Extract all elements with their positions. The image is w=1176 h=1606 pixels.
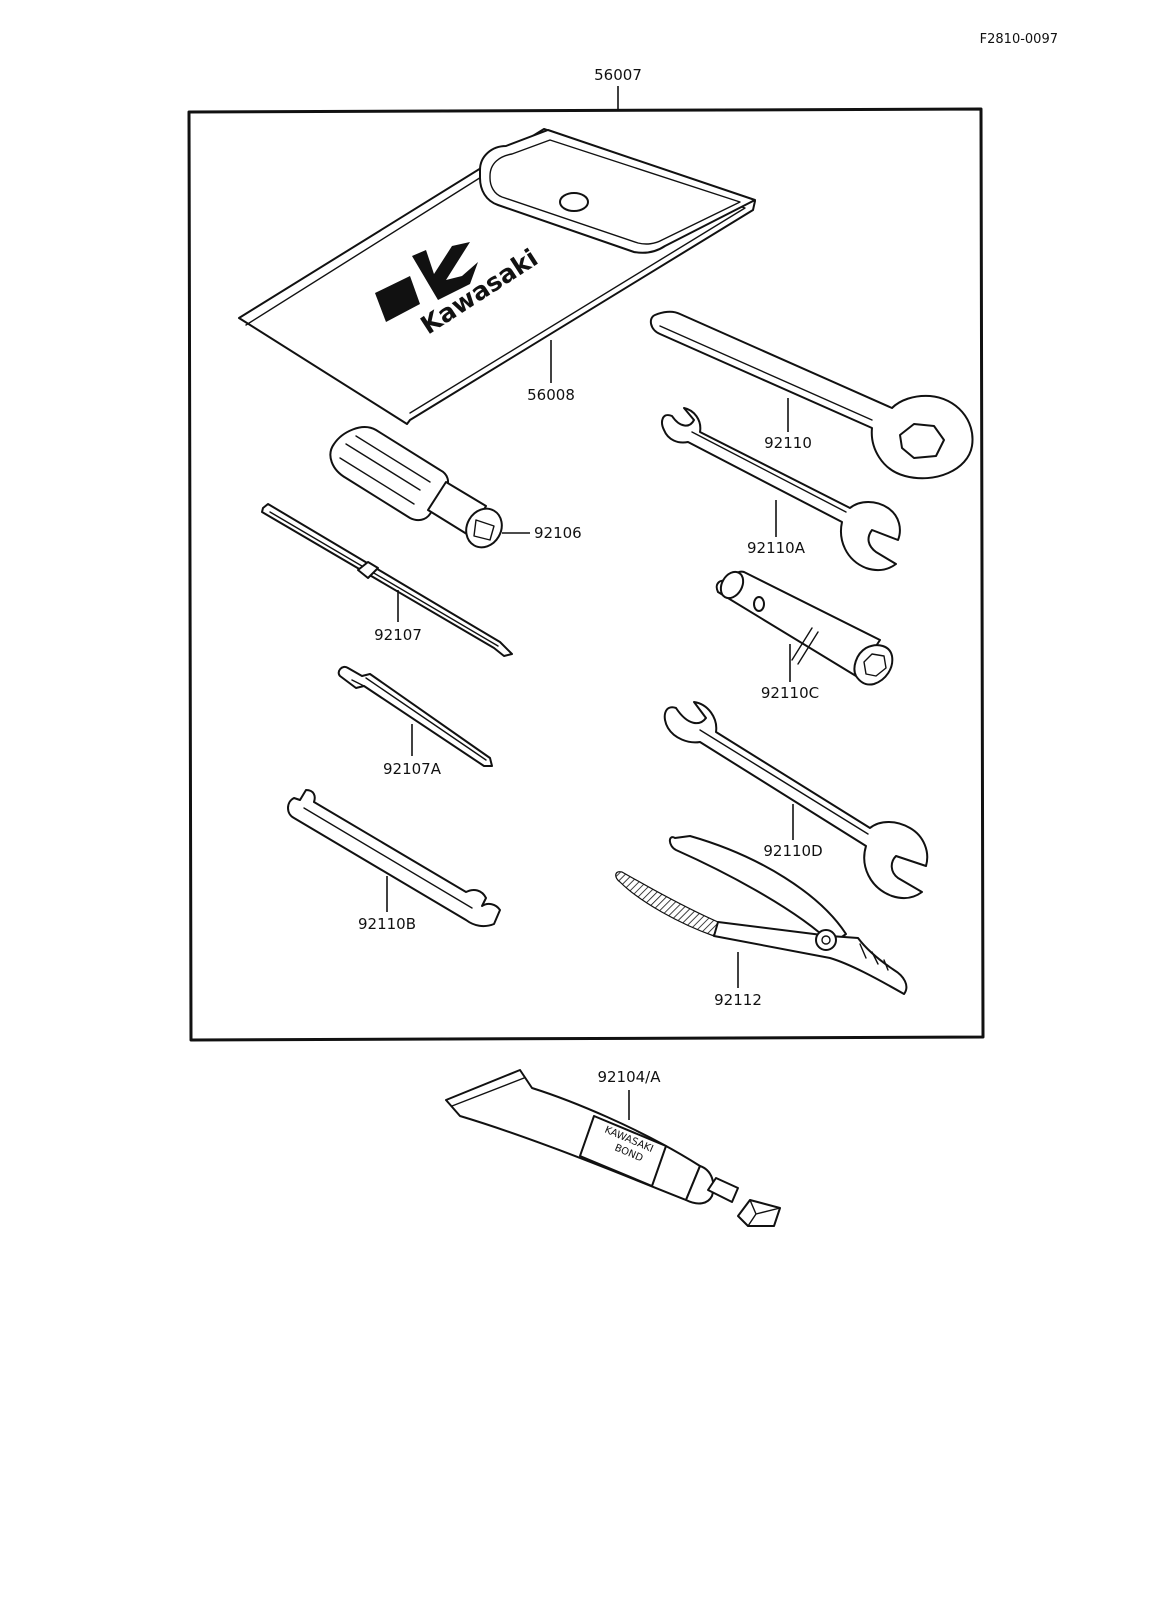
tool-kit-frame: 56007 bbox=[187, 66, 985, 1042]
pliers: 92112 bbox=[615, 835, 908, 1009]
label-92110A: 92110A bbox=[747, 539, 806, 557]
label-92107: 92107 bbox=[374, 626, 422, 644]
label-92110C: 92110C bbox=[761, 684, 819, 702]
screwdriver-shaft: 92107 bbox=[261, 503, 513, 657]
screwdriver-handle: 92106 bbox=[329, 426, 582, 549]
plug-wrench: 92110C bbox=[715, 570, 894, 702]
label-92110D: 92110D bbox=[763, 842, 822, 860]
label-92112: 92112 bbox=[714, 991, 762, 1009]
small-open-end-wrench: 92110A bbox=[661, 407, 901, 572]
flat-wrench: 92110B bbox=[287, 789, 501, 933]
label-92104A: 92104/A bbox=[597, 1068, 661, 1086]
label-92110: 92110 bbox=[764, 434, 812, 452]
screwdriver-bit: 92107A bbox=[337, 666, 493, 778]
label-92107A: 92107A bbox=[383, 760, 442, 778]
large-open-end-wrench: 92110D bbox=[663, 701, 929, 900]
label-56007: 56007 bbox=[594, 66, 642, 84]
label-56008: 56008 bbox=[527, 386, 575, 404]
hex-ring-spanner: 92110 bbox=[649, 310, 974, 480]
label-92110B: 92110B bbox=[358, 915, 416, 933]
reference-code: F2810-0097 bbox=[980, 32, 1058, 47]
bond-tube: KAWASAKI BOND 92104/A bbox=[445, 1068, 781, 1227]
tool-bag: Kawasaki 56008 bbox=[238, 128, 756, 425]
label-92106: 92106 bbox=[534, 524, 582, 542]
